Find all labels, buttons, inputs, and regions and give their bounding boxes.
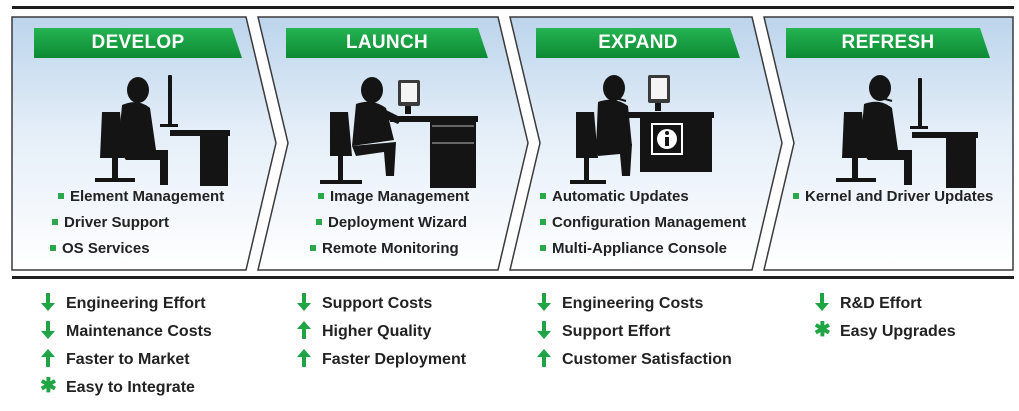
down-arrow-icon	[814, 290, 830, 318]
benefit-item: Customer Satisfaction	[536, 346, 732, 374]
down-arrow-icon	[536, 318, 552, 346]
list-item: Image Management	[310, 184, 469, 210]
up-arrow-icon	[296, 318, 312, 346]
top-rule	[12, 6, 1014, 9]
down-arrow-icon	[296, 290, 312, 318]
benefit-text: Faster Deployment	[322, 351, 467, 368]
benefit-text: Support Effort	[562, 323, 671, 340]
stage-features-refresh: Kernel and Driver Updates	[793, 184, 993, 210]
list-item: Multi-Appliance Console	[540, 236, 746, 262]
benefit-text: Maintenance Costs	[66, 323, 212, 340]
list-item: Configuration Management	[540, 210, 746, 236]
benefit-text: Easy Upgrades	[840, 323, 956, 340]
benefit-text: Higher Quality	[322, 323, 432, 340]
benefit-text: Easy to Integrate	[66, 379, 195, 396]
benefit-text: Engineering Effort	[66, 295, 206, 312]
benefit-item: Support Effort	[536, 318, 732, 346]
down-arrow-icon	[40, 318, 56, 346]
stage-tab-develop	[34, 28, 242, 58]
list-item: Deployment Wizard	[310, 210, 469, 236]
down-arrow-icon	[536, 290, 552, 318]
bullet-icon	[52, 219, 58, 226]
stage-tab-launch	[286, 28, 488, 58]
stage-tab-refresh	[786, 28, 990, 58]
list-item: Remote Monitoring	[310, 236, 469, 262]
stage-tab-expand	[536, 28, 740, 58]
benefit-item: Engineering Effort	[40, 290, 212, 318]
stage-title-refresh: REFRESH	[841, 32, 935, 53]
bullet-icon	[318, 193, 324, 200]
down-arrow-icon	[40, 290, 56, 318]
bullet-icon	[50, 245, 56, 252]
list-item: OS Services	[50, 236, 224, 262]
benefit-item: ✱ Easy Upgrades	[814, 318, 956, 346]
stage-title-develop: DEVELOP	[91, 32, 185, 53]
benefit-text: Customer Satisfaction	[562, 351, 732, 368]
bottom-rule	[12, 276, 1014, 279]
list-item: Kernel and Driver Updates	[793, 184, 993, 210]
benefit-text: R&D Effort	[840, 295, 922, 312]
benefit-item: R&D Effort	[814, 290, 956, 318]
person-with-headset-icon	[836, 75, 978, 188]
benefit-item: Engineering Costs	[536, 290, 732, 318]
bullet-icon	[316, 219, 322, 226]
stage-features-expand: Automatic Updates Configuration Manageme…	[540, 184, 746, 262]
person-at-computer-icon	[320, 77, 478, 188]
benefits-refresh: R&D Effort ✱ Easy Upgrades	[814, 290, 956, 346]
benefit-text: Faster to Market	[66, 351, 190, 368]
person-with-headset-info-icon	[570, 75, 714, 184]
stage-title-expand: EXPAND	[598, 32, 678, 53]
up-arrow-icon	[536, 346, 552, 374]
list-item: Automatic Updates	[540, 184, 746, 210]
benefit-item: Support Costs	[296, 290, 466, 318]
stage-features-launch: Image Management Deployment Wizard Remot…	[310, 184, 469, 262]
bullet-icon	[540, 193, 546, 200]
stage-title-launch: LAUNCH	[345, 32, 428, 53]
bullet-icon	[58, 193, 64, 200]
benefit-item: ✱ Easy to Integrate	[40, 374, 212, 402]
benefit-item: Higher Quality	[296, 318, 466, 346]
list-item: Driver Support	[50, 210, 224, 236]
benefit-text: Engineering Costs	[562, 295, 704, 312]
list-item: Element Management	[50, 184, 224, 210]
asterisk-icon: ✱	[40, 375, 57, 397]
up-arrow-icon	[40, 346, 56, 374]
benefit-item: Faster to Market	[40, 346, 212, 374]
bullet-icon	[540, 245, 546, 252]
bullet-icon	[540, 219, 546, 226]
up-arrow-icon	[296, 346, 312, 374]
benefit-text: Support Costs	[322, 295, 433, 312]
benefit-item: Maintenance Costs	[40, 318, 212, 346]
benefit-item: Faster Deployment	[296, 346, 466, 374]
asterisk-icon: ✱	[814, 319, 831, 341]
person-at-computer-icon	[95, 75, 230, 186]
bullet-icon	[310, 245, 316, 252]
bullet-icon	[793, 193, 799, 200]
stage-features-develop: Element Management Driver Support OS Ser…	[50, 184, 224, 262]
